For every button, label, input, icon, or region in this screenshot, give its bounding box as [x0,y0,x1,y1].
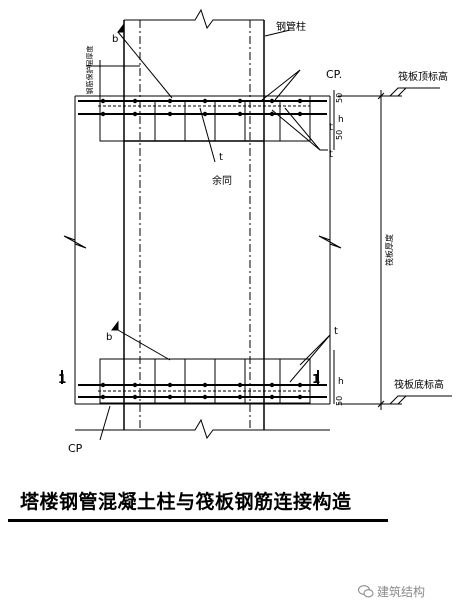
break-line-right [318,96,342,404]
label-b-bottom: b [106,332,112,343]
dim-h-bottom: h [338,377,344,387]
leader-b-bottom [117,329,171,361]
dim-h-top: h [338,115,344,125]
label-t-bottom: t [334,326,338,337]
figure-caption: 塔楼钢管混凝土柱与筏板钢筋连接构造 [20,491,352,513]
caption-underline [8,519,388,522]
column-top-break [124,8,264,30]
bottom-stiffener-ring [99,358,311,404]
flag-b-bottom [111,320,119,331]
dim-tick-top [377,92,385,100]
bottom-rebar-dots [100,382,303,400]
level-marker-top [389,87,408,97]
flag-b-top [117,22,125,33]
dim-50-top: 50 [335,93,344,103]
section-label-right: 1 [312,372,320,386]
top-rebar-dots [100,98,303,117]
label-cp-top: CP. [326,68,342,81]
section-label-left: 1 [58,372,66,386]
label-raft-bottom-level: 筏板底标高 [394,378,444,391]
leader-t-bot-b [289,334,331,383]
leader-t-mid [199,107,216,163]
dim-50-top-2: 50 [335,130,344,140]
leader-t-top-a [284,107,321,151]
label-raft-thickness: 筏板厚度 [384,234,394,266]
break-line-left [63,96,87,404]
leader-b-top [117,31,173,99]
dim-50-bottom: 50 [335,396,344,406]
watermark: 建筑结构 [358,583,425,600]
label-t-mid: t [219,152,223,163]
wechat-icon [358,585,374,598]
leader-cp-top-b [261,69,301,101]
label-rebar-cover: 钢筋保护层厚度 [85,46,94,95]
leader-cp-top [274,69,301,101]
label-cp-bottom: CP [68,442,83,455]
leader-column [264,29,291,37]
level-marker-bottom [389,395,408,405]
leader-t-bot-a [299,334,331,366]
label-raft-top-level: 筏板顶标高 [398,70,448,83]
watermark-text: 建筑结构 [377,585,426,599]
column-bottom-break [75,418,330,440]
label-b-top: b [112,34,118,45]
label-steel-tube-column: 钢管柱 [276,20,306,33]
label-same-as: 余同 [212,174,232,187]
leader-t-top-b [271,109,321,151]
dim-tick-bottom [377,400,385,408]
label-t-top: t [329,122,333,133]
label-t-top-2: t [329,149,333,160]
leader-cp-bottom [99,405,111,441]
